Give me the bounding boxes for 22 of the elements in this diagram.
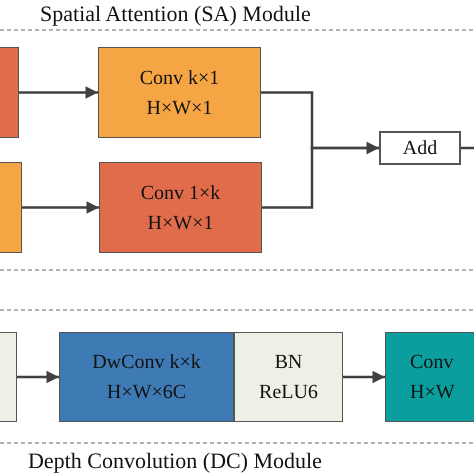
- arrow: [22, 201, 99, 214]
- arrow: [262, 142, 379, 209]
- process-box: [0, 162, 22, 253]
- arrow: [17, 370, 59, 384]
- box-label: DwConv k×k H×W×6C: [91, 350, 202, 405]
- section-caption: Depth Convolution (DC) Module: [28, 447, 322, 474]
- arrow: [19, 86, 98, 99]
- conv-box: [98, 47, 261, 138]
- dwconv-box: [59, 332, 234, 422]
- box-label: Conv H×W: [409, 350, 456, 405]
- section-title: Spatial Attention (SA) Module: [40, 0, 311, 28]
- process-box: [0, 332, 17, 422]
- box-label: Add: [402, 136, 438, 161]
- box-label: BN ReLU6: [258, 350, 319, 405]
- add-box: [379, 131, 461, 165]
- process-box: [0, 47, 19, 138]
- conv-box: [385, 332, 474, 422]
- arrow: [343, 370, 385, 384]
- bn-relu-box: [234, 332, 343, 422]
- box-label: Conv k×1 H×W×1: [138, 66, 220, 120]
- conv-box: [99, 162, 262, 253]
- box-label: Conv 1×k H×W×1: [140, 180, 222, 236]
